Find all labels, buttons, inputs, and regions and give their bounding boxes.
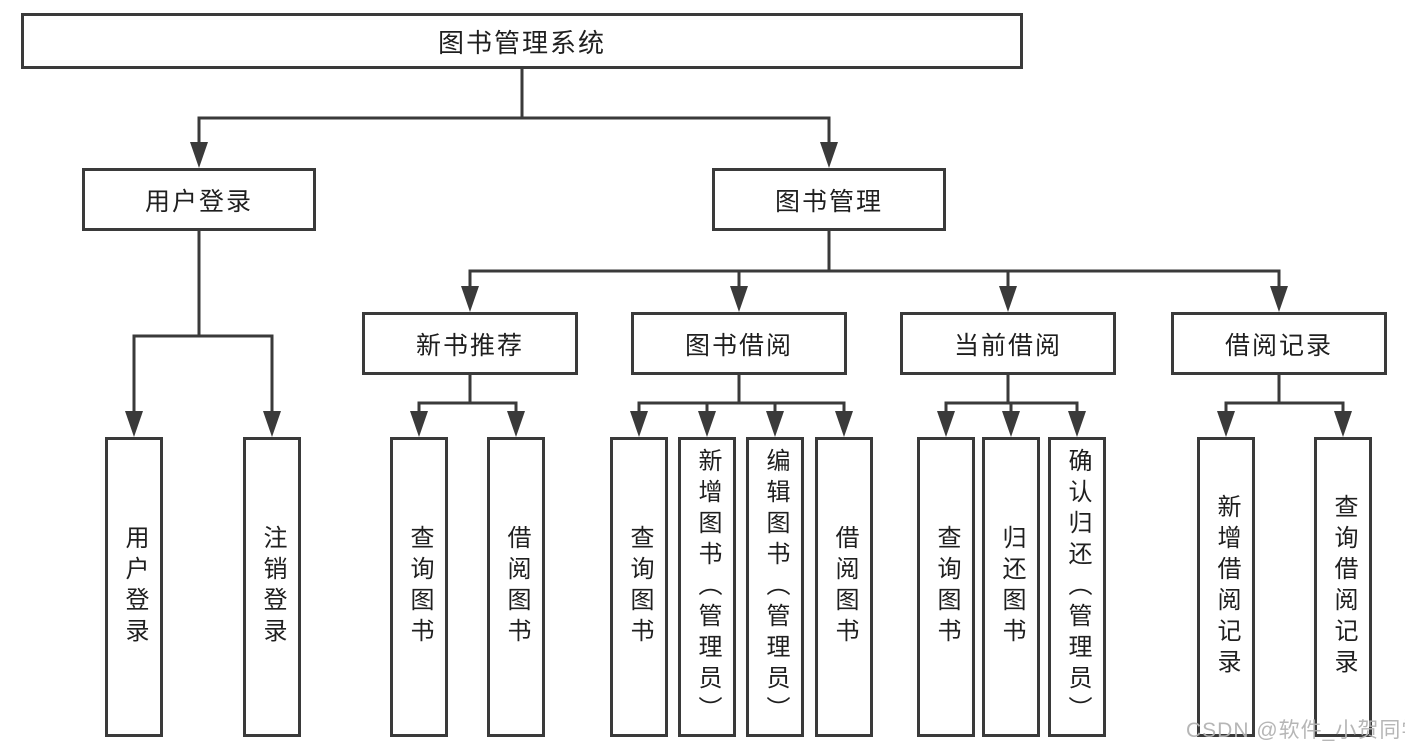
node-library-management-system: 图书管理系统 <box>21 13 1023 69</box>
leaf-return-books: 归还图书 <box>982 437 1040 737</box>
node-label: 查询图书 <box>626 525 653 649</box>
leaf-query-books-recommend: 查询图书 <box>390 437 448 737</box>
node-label: 用户登录 <box>144 187 253 216</box>
node-label: 图书借阅 <box>684 331 793 360</box>
node-book-management: 图书管理 <box>712 168 946 231</box>
node-book-borrowing: 图书借阅 <box>631 312 847 375</box>
node-label: 借阅图书 <box>503 525 530 649</box>
leaf-query-books-borrow: 查询图书 <box>610 437 668 737</box>
leaf-user-login: 用户登录 <box>105 437 163 737</box>
node-label: 图书管理系统 <box>437 27 606 58</box>
leaf-borrow-books: 借阅图书 <box>815 437 873 737</box>
node-label: 用户登录 <box>121 525 148 649</box>
node-label: 图书管理 <box>774 187 883 216</box>
node-new-book-recommendation: 新书推荐 <box>362 312 578 375</box>
leaf-borrow-books-recommend: 借阅图书 <box>487 437 545 737</box>
node-label: 新增借阅记录 <box>1213 494 1240 680</box>
node-borrowing-records: 借阅记录 <box>1171 312 1387 375</box>
node-label: 归还图书 <box>998 525 1025 649</box>
node-label: 借阅图书 <box>831 525 858 649</box>
leaf-edit-books-admin: 编辑图书（管理员） <box>746 437 804 737</box>
node-label: 借阅记录 <box>1224 331 1333 360</box>
leaf-add-borrow-record: 新增借阅记录 <box>1197 437 1255 737</box>
node-label: 确认归还（管理员） <box>1064 447 1091 727</box>
node-label: 查询图书 <box>933 525 960 649</box>
node-label: 当前借阅 <box>953 331 1062 360</box>
leaf-query-books-current: 查询图书 <box>917 437 975 737</box>
node-current-borrowing: 当前借阅 <box>900 312 1116 375</box>
leaf-add-books-admin: 新增图书（管理员） <box>678 437 736 737</box>
node-label: 编辑图书（管理员） <box>762 447 789 727</box>
node-user-login: 用户登录 <box>82 168 316 231</box>
node-label: 新增图书（管理员） <box>694 447 721 727</box>
node-label: 查询借阅记录 <box>1330 494 1357 680</box>
node-label: 注销登录 <box>259 525 286 649</box>
node-label: 查询图书 <box>406 525 433 649</box>
leaf-confirm-return-admin: 确认归还（管理员） <box>1048 437 1106 737</box>
leaf-query-borrow-record: 查询借阅记录 <box>1314 437 1372 737</box>
csdn-watermark: CSDN @软件_小贺同学 <box>1186 719 1405 742</box>
node-label: 新书推荐 <box>415 331 524 360</box>
leaf-logout: 注销登录 <box>243 437 301 737</box>
